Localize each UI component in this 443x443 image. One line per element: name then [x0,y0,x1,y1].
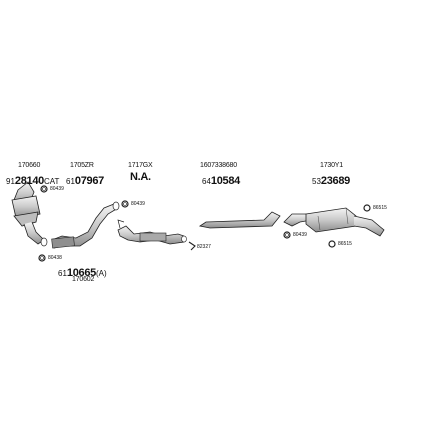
part-number-main: 28140 [14,175,44,187]
part-number-main: 10665 [66,267,96,279]
clamp-ref-label: 82327 [197,244,211,250]
part-number-main: 23689 [320,175,350,187]
part-number-prefix: 91 [6,177,15,186]
part-number-main: 10584 [210,175,240,187]
part-ref-label: 170660 [18,162,41,169]
rear-silencer-part[interactable] [283,207,385,237]
clamp-part[interactable] [121,200,129,208]
part-number-label: 61 07967 [66,172,104,188]
part-number-prefix: 64 [202,177,211,186]
clamp-part[interactable] [38,254,46,262]
clamp-part[interactable] [40,185,48,193]
centre-pipe-part[interactable] [198,211,281,229]
part-number-prefix: 53 [312,177,321,186]
part-number-prefix: 61 [66,177,75,186]
part-ref-label: 170602 [72,276,95,283]
clamp-ref-label: 86515 [338,241,352,247]
clamp-ref-label: 80439 [131,201,145,207]
clamp-ref-label: 80439 [50,186,64,192]
middle-section-part[interactable] [117,219,187,245]
part-number-label: 91 28140 CAT [6,172,59,188]
part-number-label: 64 10584 [202,172,240,188]
clamp-part[interactable] [283,231,291,239]
part-ref-label: 1607338680 [200,162,237,169]
part-number-main: N.A. [130,171,151,183]
part-number-prefix: 61 [58,269,67,278]
part-number-suffix: (A) [96,269,107,278]
hanger-part[interactable] [328,240,336,248]
part-number-suffix: CAT [44,177,60,186]
clamp-ref-label: 80439 [293,232,307,238]
part-ref-label: 1717GX [128,162,153,169]
part-ref-label: 1730Y1 [320,162,343,169]
clamp-ref-label: 86515 [373,205,387,211]
intermediate-pipe-part[interactable] [51,201,120,249]
hanger-part[interactable] [363,204,371,212]
catalytic-converter-part[interactable] [11,181,48,247]
part-number-label: 61 10665 (A) [58,264,107,280]
part-number-label: 53 23689 [312,172,350,188]
part-number-main: 07967 [74,175,104,187]
hanger-part[interactable] [188,241,196,251]
clamp-ref-label: 80438 [48,255,62,261]
part-ref-label: 1705ZR [70,162,94,169]
